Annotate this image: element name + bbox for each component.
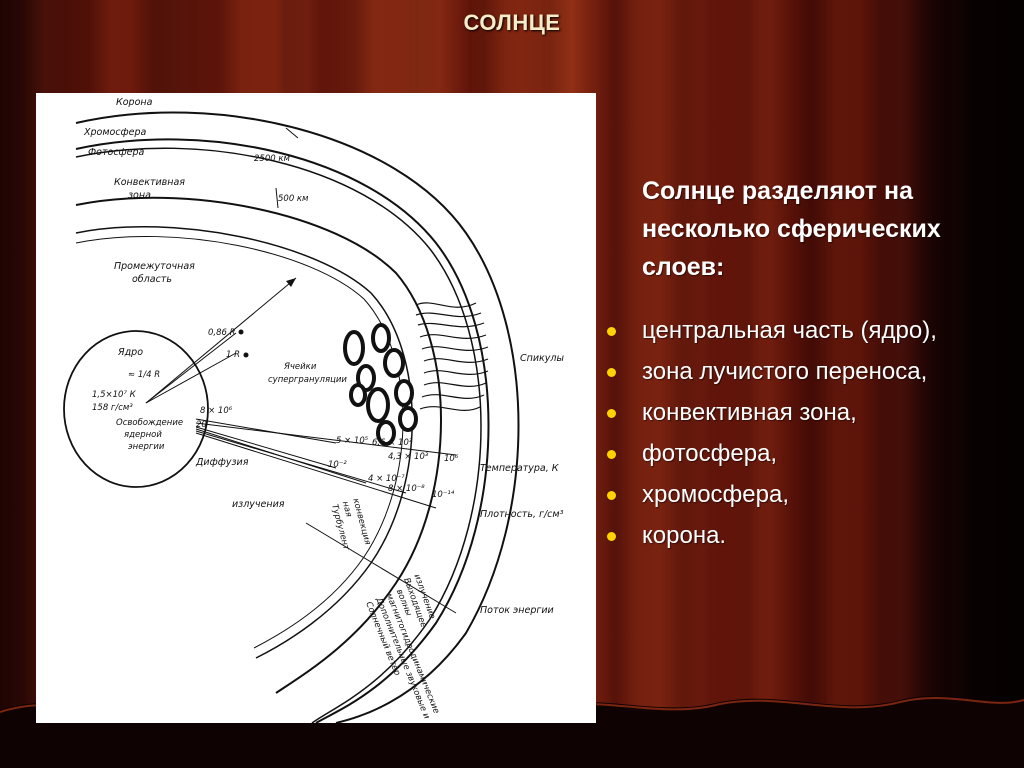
layer-list: центральная часть (ядро), зона лучистого… (604, 314, 1004, 552)
label-core-density: 158 г/см³ (92, 403, 133, 413)
label-chromosphere: Хромосфера (83, 127, 147, 138)
label-radiation: излучения (232, 499, 285, 510)
label-temp-8e6: 8 × 10⁶ (200, 406, 233, 416)
label-photosphere: Фотосфера (88, 147, 145, 158)
list-item-text: фотосфера, (642, 440, 778, 467)
label-cells-2: супергрануляции (268, 375, 347, 385)
label-dens-4e10: 4 × 10⁻⁷ (368, 474, 405, 484)
label-intermediate-2: область (132, 274, 172, 285)
label-r086: 0,86 R (208, 328, 236, 338)
supergranulation-cells (343, 323, 418, 446)
sun-structure-diagram: Корона Хромосфера Фотосфера Конвективная… (36, 93, 596, 723)
label-convective-2: зона (128, 190, 151, 201)
list-item-text: конвективная зона, (642, 399, 857, 426)
label-convective-1: Конвективная (114, 177, 185, 188)
list-item: зона лучистого переноса, (604, 355, 1004, 388)
bullet-dot-icon (607, 409, 616, 418)
label-dens-20: 20 (196, 420, 207, 430)
intro-text: Солнце разделяют на несколько сферически… (642, 177, 941, 281)
label-temp-5e5: 5 × 10⁵ (336, 436, 369, 446)
list-item: конвективная зона, (604, 396, 1004, 429)
label-energy-2: ядерной (124, 430, 162, 440)
slide-body: Солнце разделяют на несколько сферически… (604, 172, 1004, 560)
solar-wind-label-group: Солнечный ветер Дополнительные звуковые … (363, 588, 441, 721)
turbulent-label-group: Турбулент ная конвекция (329, 497, 372, 552)
layer-arcs (63, 111, 520, 723)
list-item: центральная часть (ядро), (604, 314, 1004, 347)
bullet-dot-icon (607, 327, 616, 336)
bullet-dot-icon (607, 450, 616, 459)
label-turbulent-3: конвекция (350, 497, 372, 546)
spicules (415, 302, 489, 411)
label-500km: 500 км (278, 194, 309, 204)
label-r1: 1 R (226, 350, 240, 360)
list-item: фотосфера, (604, 437, 1004, 470)
curtain-shadow (934, 0, 1024, 768)
radial-arrows (145, 127, 457, 614)
label-energy-flow: Поток энергии (480, 605, 554, 616)
label-density: Плотность, г/см³ (480, 509, 564, 520)
list-item-text: зона лучистого переноса, (642, 358, 928, 385)
label-spicules: Спикулы (520, 353, 564, 364)
label-dens-1e2: 10⁻² (328, 460, 347, 470)
list-item: корона. (604, 519, 1004, 552)
diagram-canvas: Корона Хромосфера Фотосфера Конвективная… (63, 97, 564, 723)
list-item: хромосфера, (604, 478, 1004, 511)
slide-title: СОЛНЦЕ (463, 10, 561, 35)
label-intermediate-1: Промежуточная (114, 261, 195, 272)
list-item-text: корона. (642, 522, 727, 549)
label-core-radius: ≈ 1/4 R (128, 370, 160, 380)
label-dens-8e8: 8 × 10⁻⁸ (388, 484, 425, 494)
bullet-dot-icon (607, 368, 616, 377)
label-core: Ядро (117, 347, 143, 358)
label-temperature: Температура, К (480, 463, 560, 474)
label-temp-66e3: 6,6 × 10³ (372, 438, 413, 448)
bullet-dot-icon (607, 532, 616, 541)
label-energy-1: Освобождение (116, 418, 183, 428)
label-core-temp: 1,5×10⁷ К (92, 390, 137, 400)
label-cells-1: Ячейки (283, 362, 317, 372)
label-temp-1e6: 10⁶ (444, 454, 459, 464)
label-temp-43e3: 4,3 × 10³ (388, 452, 429, 462)
label-2500km: 2500 км (254, 154, 290, 164)
list-item-text: хромосфера, (642, 481, 789, 508)
list-item-text: центральная часть (ядро), (642, 317, 937, 344)
label-energy-3: энергии (128, 442, 165, 452)
label-dens-1e14: 10⁻¹⁴ (432, 490, 455, 500)
label-corona: Корона (116, 97, 153, 108)
label-turbulent-2: ная (340, 500, 354, 518)
bullet-dot-icon (607, 491, 616, 500)
label-diffusion: Диффузия (195, 457, 249, 468)
